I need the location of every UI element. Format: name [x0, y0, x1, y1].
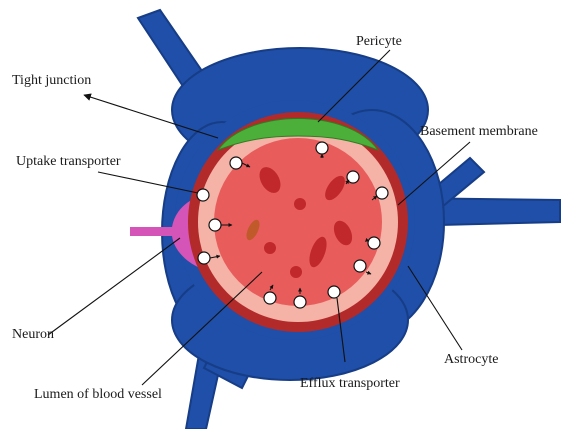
- label-tight-junction: Tight junction: [12, 73, 91, 88]
- red-blood-cell: [290, 266, 302, 278]
- transporter: [316, 142, 328, 154]
- transporter: [368, 237, 380, 249]
- transporter: [294, 296, 306, 308]
- transporter: [198, 252, 210, 264]
- red-blood-cell: [294, 198, 306, 210]
- label-lumen: Lumen of blood vessel: [34, 387, 162, 402]
- label-uptake-transporter: Uptake transporter: [16, 154, 121, 169]
- transporter: [328, 286, 340, 298]
- transporter: [376, 187, 388, 199]
- leader-neuron: [48, 238, 180, 335]
- transporter: [347, 171, 359, 183]
- transporter: [209, 219, 221, 231]
- label-basement-membrane: Basement membrane: [420, 124, 538, 139]
- label-astrocyte: Astrocyte: [444, 352, 498, 367]
- transporter: [197, 189, 209, 201]
- transporter: [354, 260, 366, 272]
- red-blood-cell: [264, 242, 276, 254]
- label-efflux-transporter: Efflux transporter: [300, 376, 400, 391]
- transporter: [230, 157, 242, 169]
- label-neuron: Neuron: [12, 327, 54, 342]
- transporter: [264, 292, 276, 304]
- label-pericyte: Pericyte: [356, 34, 402, 49]
